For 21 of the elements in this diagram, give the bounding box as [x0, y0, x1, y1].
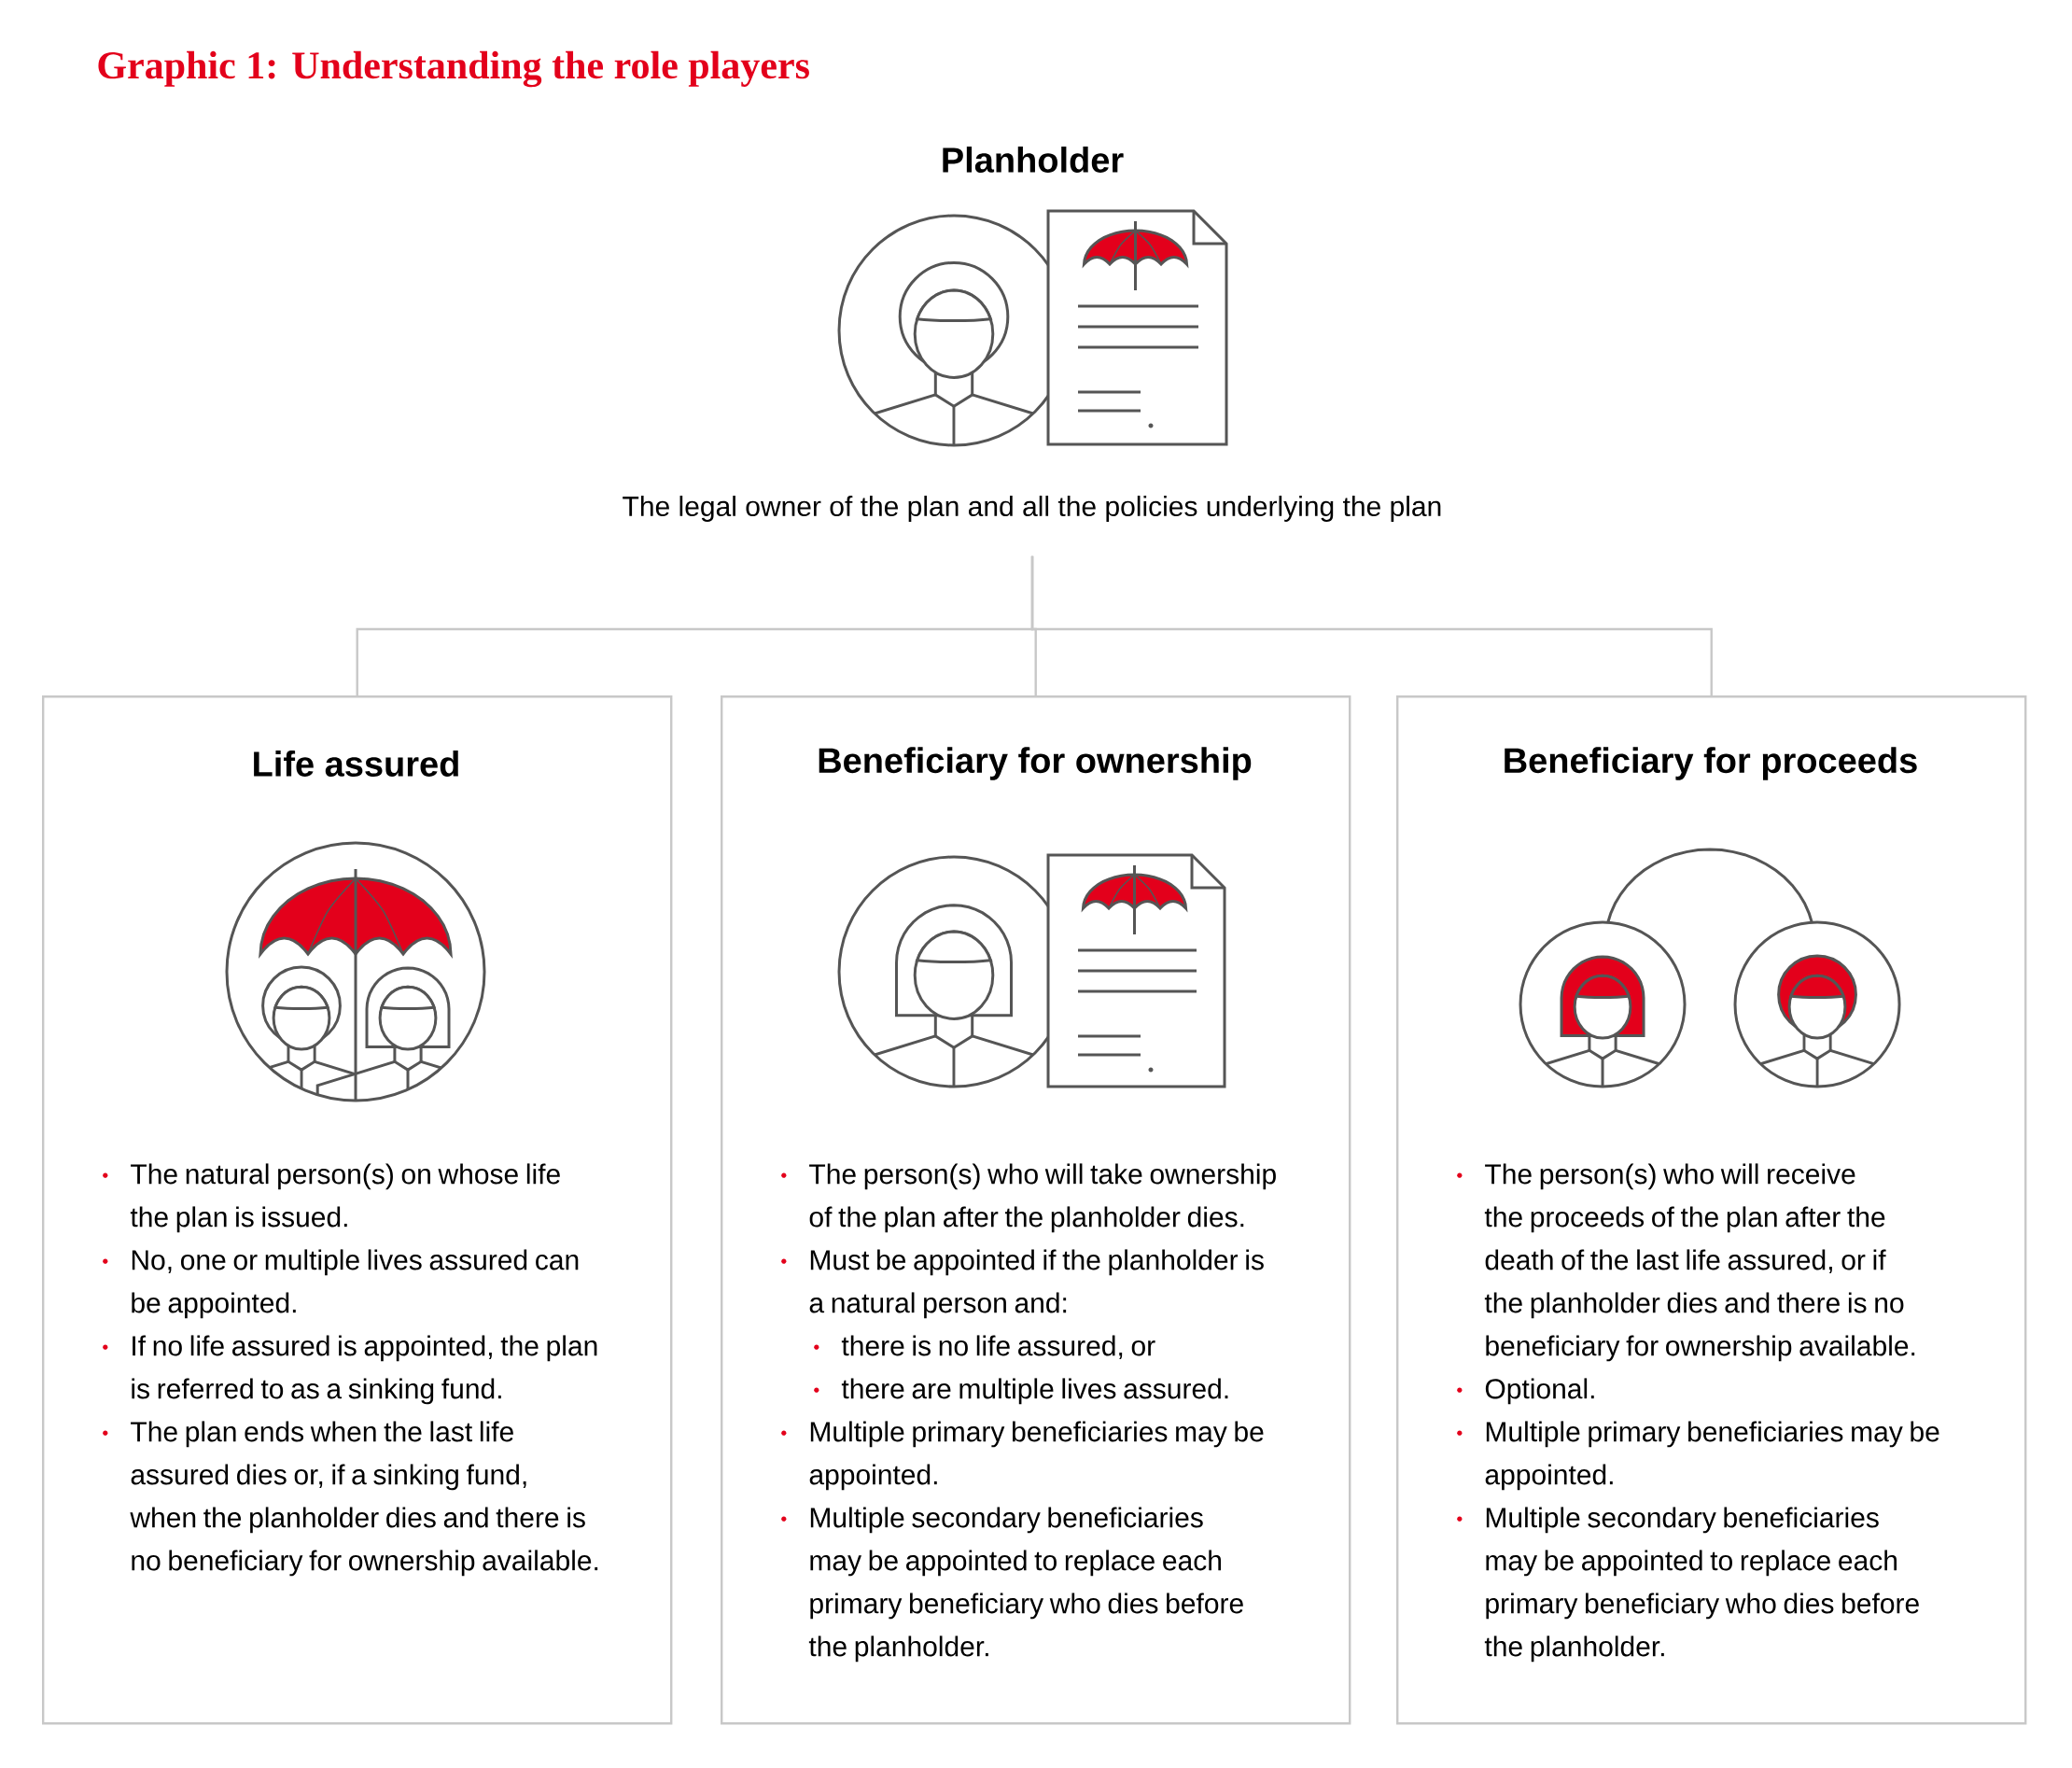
- bullet-text: The natural person(s) on whose life the plan is issued.: [130, 1163, 560, 1233]
- bullet-text: The person(s) who will take ownership of the plan after the planholder dies.: [809, 1163, 1276, 1233]
- bullet-text: No, one or multiple lives assured can be appointed.: [132, 1249, 579, 1319]
- bullet-text: Multiple primary beneficiaries may be appointed.: [1485, 1421, 1939, 1491]
- heading: Beneficiary for proceeds: [1505, 747, 1917, 780]
- description: The legal owner of the plan and all the policies underlying the plan: [623, 496, 1441, 522]
- bullet-text: Must be appointed if the planholder is a natural person and:: [809, 1249, 1264, 1319]
- bullet-text: If no life assured is appointed, the plan is referred to as a sinking fund.: [132, 1335, 597, 1405]
- heading: Life assured: [254, 751, 458, 777]
- bullet-text: The person(s) who will receive the proceeds of the plan after the death of the last life assured, or if the planholder dies and there is no beneficiary for ownership available.: [1484, 1163, 1915, 1362]
- heading: Planholder: [943, 147, 1124, 173]
- title: Graphic 1: Understanding the role players: [98, 50, 809, 88]
- bullet-text: Multiple secondary beneficiaries may be appointed to replace each primary beneficiary who dies before the planholder.: [808, 1507, 1243, 1663]
- bullet-text: there are multiple lives assured.: [841, 1378, 1228, 1405]
- bullet-text: Optional.: [1485, 1378, 1594, 1405]
- connector-line: [1030, 555, 1713, 695]
- heading: Beneficiary for ownership: [819, 747, 1252, 780]
- bullet-text: The plan ends when the last life assured dies or, if a sinking fund, when the planholder dies and there is no beneficiary for ownership available.: [130, 1421, 598, 1577]
- bullet-text: there is no life assured, or: [841, 1335, 1155, 1359]
- bullet-text: Multiple primary beneficiaries may be appointed.: [809, 1421, 1264, 1491]
- bullet-text: Multiple secondary beneficiaries may be appointed to replace each primary beneficiary who dies before the planholder.: [1484, 1507, 1919, 1663]
